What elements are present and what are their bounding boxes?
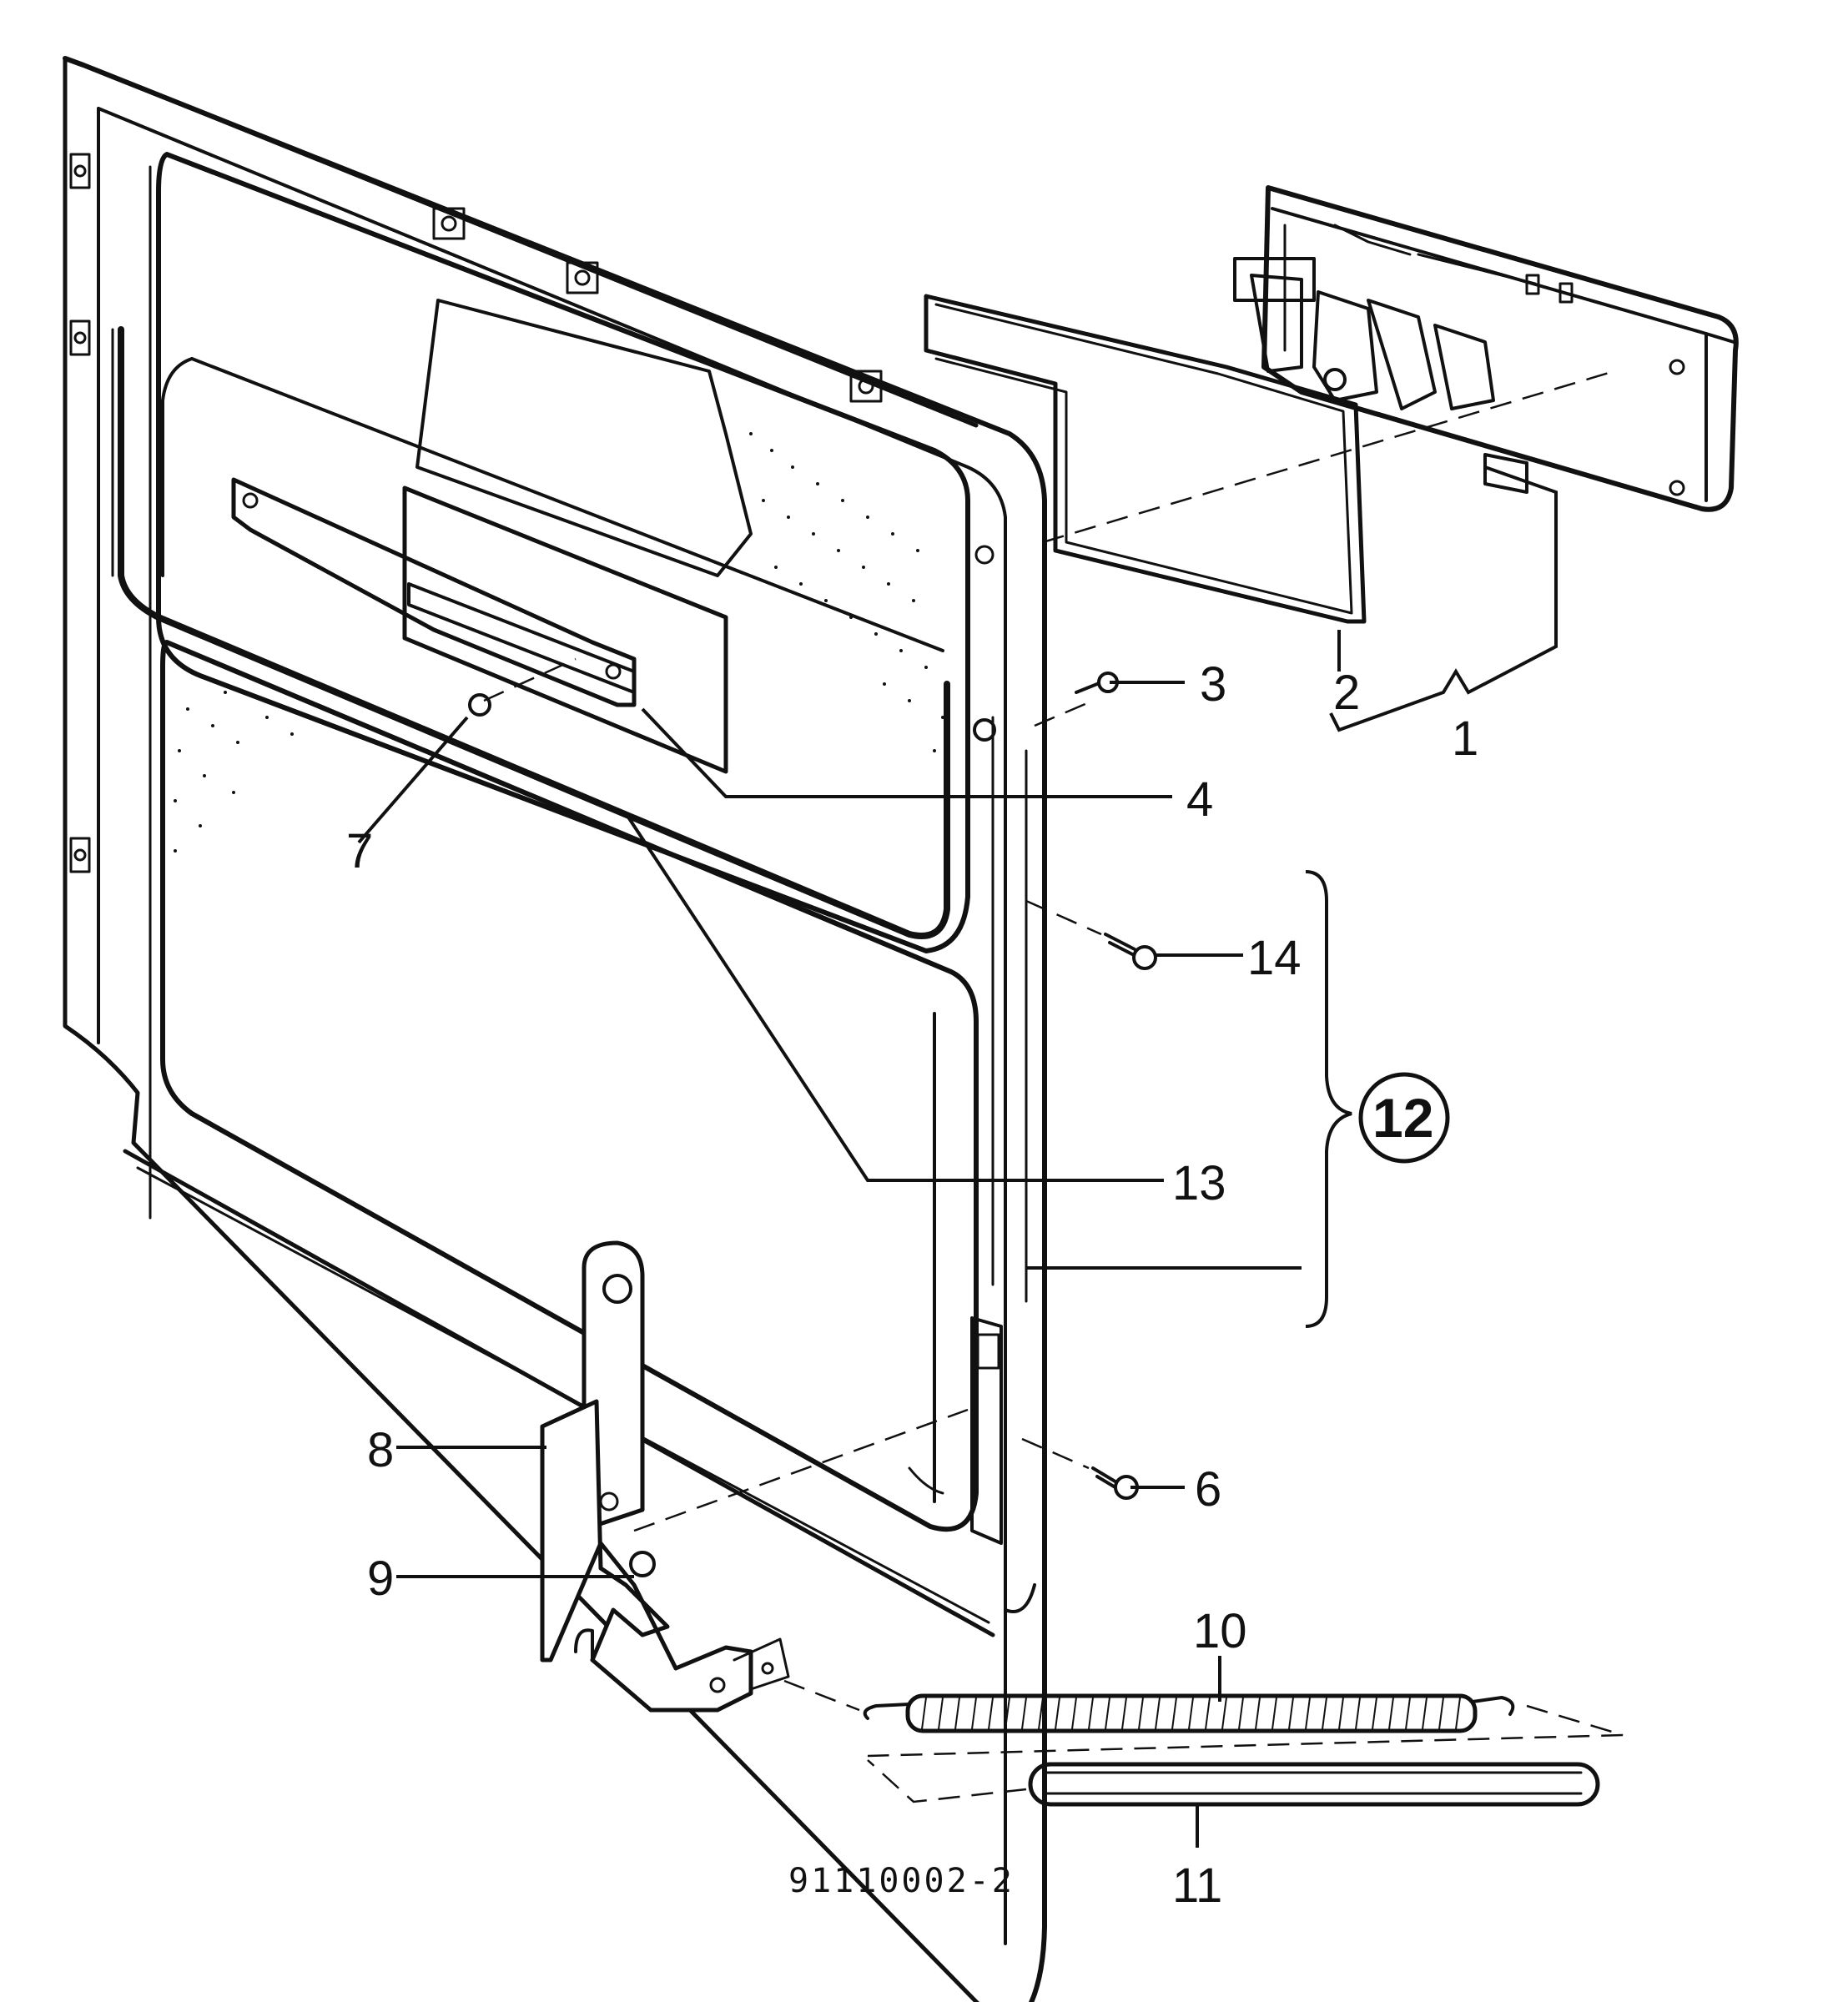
callout-10: 10 bbox=[1193, 1604, 1247, 1658]
callout-6: 6 bbox=[1195, 1462, 1221, 1517]
sleeve-part-11 bbox=[867, 1759, 1600, 1807]
leader-lines bbox=[357, 465, 1558, 1848]
door-frame bbox=[63, 56, 1047, 2002]
lower-panel bbox=[123, 640, 1036, 1637]
callout-11: 11 bbox=[1172, 1859, 1222, 1913]
hinge-assembly bbox=[540, 1240, 969, 1713]
callout-2: 2 bbox=[1333, 666, 1360, 720]
spring-part-10 bbox=[863, 1693, 1624, 1758]
callout-labels: 2 1 3 4 7 14 12 13 8 6 9 10 11 91110002-… bbox=[346, 657, 1478, 1913]
control-module-assembly bbox=[483, 185, 1739, 727]
screw-6 bbox=[1021, 1437, 1139, 1500]
assembly-circle bbox=[1358, 1072, 1450, 1164]
upper-panel bbox=[111, 152, 996, 953]
screws bbox=[1021, 672, 1157, 1500]
callout-3: 3 bbox=[1200, 657, 1226, 712]
callout-13: 13 bbox=[1172, 1156, 1226, 1210]
callout-7: 7 bbox=[346, 824, 373, 878]
callout-9: 9 bbox=[367, 1552, 394, 1606]
callout-1: 1 bbox=[1452, 712, 1478, 766]
callout-4: 4 bbox=[1186, 772, 1213, 827]
screw-14 bbox=[1025, 899, 1157, 970]
drawing-number: 91110002-2 bbox=[788, 1862, 1015, 1900]
callout-12: 12 bbox=[1372, 1087, 1433, 1149]
callout-8: 8 bbox=[367, 1423, 394, 1477]
callout-14: 14 bbox=[1247, 931, 1302, 985]
